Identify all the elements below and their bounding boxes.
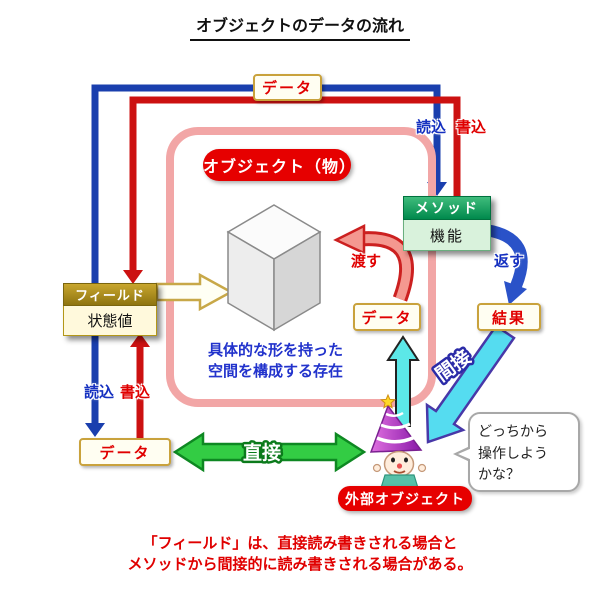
return-label: 返す [494, 252, 525, 270]
object-description: 具体的な形を持った 空間を構成する存在 [208, 341, 344, 380]
indirect-diagonal-arrow [425, 324, 516, 444]
method-body: 機能 [403, 220, 491, 251]
field-header: フィールド [63, 283, 157, 306]
read-label-top: 読込 [416, 118, 447, 136]
return-arrow [484, 224, 528, 305]
mascot-character [369, 393, 427, 489]
hat-star-icon [380, 393, 396, 409]
data-box-bottom: データ [79, 438, 171, 466]
write-label-top: 書込 [456, 118, 487, 136]
direct-label: 直接 [243, 441, 281, 464]
write-label-bottom: 書込 [120, 383, 151, 401]
data-box-top: データ [253, 74, 322, 101]
object-boundary-outline [166, 127, 436, 407]
method-header: メソッド [403, 196, 491, 220]
result-box: 結果 [477, 303, 541, 331]
direct-arrow [172, 431, 367, 473]
indirect-up-arrow [386, 335, 420, 427]
footnote-line-1: 「フィールド」は、直接読み書きされる場合と [142, 534, 458, 552]
footnote-line-2: メソッドから間接的に読み書きされる場合がある。 [127, 555, 473, 573]
page-title-wrap: オブジェクトのデータの流れ [0, 12, 600, 41]
external-object-badge: 外部オブジェクト [338, 486, 472, 511]
object-cube [226, 204, 322, 332]
field-value: 状態値 [63, 306, 157, 336]
field-to-object-arrow [155, 272, 234, 312]
pass-label: 渡す [351, 252, 382, 270]
data-box-middle: データ [353, 303, 421, 331]
pass-arrow [333, 223, 415, 302]
page-title: オブジェクトのデータの流れ [189, 12, 410, 41]
field-panel: フィールド 状態値 [63, 283, 157, 336]
method-panel: メソッド 機能 [403, 196, 491, 251]
object-title-badge: オブジェクト（物） [203, 149, 355, 181]
speech-bubble: どっちから 操作しよう かな？ [453, 412, 580, 492]
read-label-bottom: 読込 [84, 383, 115, 401]
